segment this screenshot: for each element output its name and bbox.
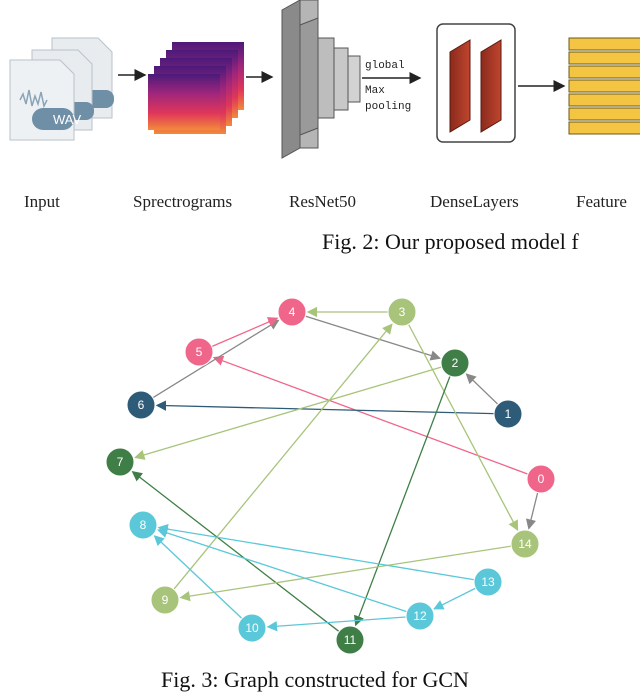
- graph-node-label: 10: [245, 621, 259, 635]
- graph-edges: [131, 306, 539, 632]
- graph-node-label: 7: [117, 455, 124, 469]
- spectrogram-stack: [148, 42, 244, 134]
- wav-file-icons: [9, 37, 114, 141]
- feature-stack: [568, 37, 640, 135]
- graph-node-label: 2: [452, 356, 459, 370]
- figure2-caption: Fig. 2: Our proposed model f: [322, 229, 579, 254]
- pooling-text-pooling: pooling: [365, 101, 412, 113]
- figure3-caption: Fig. 3: Graph constructed for GCN: [161, 667, 469, 692]
- graph-node-label: 13: [481, 575, 495, 589]
- graph-edge-4-2: [305, 315, 441, 361]
- graph-node-13: 13: [473, 567, 503, 597]
- graph-node-11: 11: [335, 625, 365, 655]
- graph-edge-13-12: [433, 587, 476, 610]
- label-input: Input: [24, 192, 60, 211]
- label-spectrograms: Sprectrograms: [133, 192, 233, 211]
- graph-edge-12-10: [266, 616, 407, 632]
- graph-node-label: 0: [538, 472, 545, 486]
- graph-node-4: 4: [277, 297, 307, 327]
- wav-badge-label: WAV: [53, 112, 81, 127]
- label-feature: Feature: [576, 192, 627, 211]
- label-resnet50: ResNet50: [289, 192, 357, 211]
- graph-node-label: 8: [140, 518, 147, 532]
- graph-node-3: 3: [387, 297, 417, 327]
- graph-edge-12-8: [156, 527, 407, 613]
- graph-node-label: 3: [399, 305, 406, 319]
- graph-edge-0-5: [212, 355, 529, 475]
- graph-edge-2-11: [354, 375, 451, 627]
- graph-node-label: 14: [518, 537, 532, 551]
- graph-node-8: 8: [128, 510, 158, 540]
- graph-node-14: 14: [510, 529, 540, 559]
- graph-node-7: 7: [105, 447, 135, 477]
- graph-edge-1-2: [465, 373, 499, 405]
- graph-edge-9-3: [173, 323, 393, 590]
- pooling-text-max: Max: [365, 85, 385, 97]
- graph-edge-1-6: [155, 400, 495, 415]
- graph-edge-14-9: [179, 545, 512, 602]
- label-dense-layers: DenseLayers: [430, 192, 519, 211]
- graph-node-label: 5: [196, 345, 203, 359]
- graph-node-label: 6: [138, 398, 145, 412]
- graph-edge-11-7: [131, 470, 340, 632]
- graph-node-label: 11: [344, 633, 357, 647]
- graph-node-5: 5: [184, 337, 214, 367]
- graph-node-12: 12: [405, 601, 435, 631]
- graph-edge-0-14: [525, 492, 539, 530]
- resnet50-block: [281, 0, 361, 159]
- graph-node-label: 1: [505, 407, 512, 421]
- graph-node-0: 0: [526, 464, 556, 494]
- graph-edge-2-7: [134, 366, 442, 460]
- graph-node-9: 9: [150, 585, 180, 615]
- graph-edge-3-14: [407, 324, 519, 532]
- graph-node-10: 10: [237, 613, 267, 643]
- graph-node-label: 9: [162, 593, 169, 607]
- graph-node-6: 6: [126, 390, 156, 420]
- graph-node-1: 1: [493, 399, 523, 429]
- graph-node-label: 12: [413, 609, 427, 623]
- dense-layers-block: [436, 23, 516, 143]
- graph-edge-10-8: [153, 535, 243, 619]
- graph-edge-13-8: [157, 523, 475, 581]
- pooling-text-global: global: [365, 60, 405, 72]
- graph-edge-6-4: [152, 319, 280, 399]
- graph-node-label: 4: [289, 305, 296, 319]
- graph-edge-5-4: [211, 317, 279, 348]
- graph-node-2: 2: [440, 348, 470, 378]
